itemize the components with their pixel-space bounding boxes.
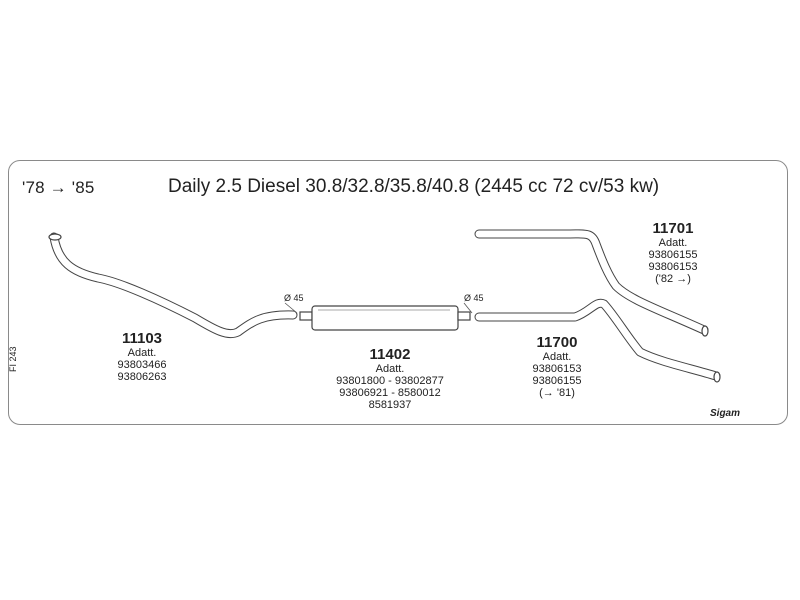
diameter-label-right: Ø 45 [464, 293, 484, 303]
diameter-label-left: Ø 45 [284, 293, 304, 303]
front-pipe-11103[interactable] [48, 232, 298, 339]
part-line: 93801800 - 93802877 [336, 375, 444, 387]
rear-pipe-11701[interactable] [474, 229, 709, 337]
part-line: (→ '81) [539, 387, 575, 399]
part-label-11103[interactable]: 11103 Adatt. 93803466 93806263 [97, 330, 187, 383]
part-label-11701[interactable]: 11701 Adatt. 93806155 93806153 ('82 →) [628, 220, 718, 285]
part-line: 93806153 [532, 363, 582, 375]
part-line: 93806155 [648, 249, 698, 261]
part-label-11402[interactable]: 11402 Adatt. 93801800 - 93802877 9380692… [310, 346, 470, 411]
part-line: Adatt. [375, 363, 405, 375]
catalog-code: FI 243 [8, 346, 18, 372]
model-years: '78 → '85 [22, 178, 95, 197]
part-line: 8581937 [368, 399, 412, 411]
part-line: 93806263 [117, 371, 167, 383]
part-line: Adatt. [542, 351, 572, 363]
part-number: 11402 [369, 346, 411, 363]
brand-logo: Sigam [710, 408, 741, 419]
part-number: 11700 [536, 334, 578, 351]
part-line: 93803466 [117, 359, 167, 371]
part-number: 11103 [121, 330, 163, 347]
part-line: 93806155 [532, 375, 582, 387]
muffler-11402[interactable] [299, 305, 471, 331]
part-line: ('82 →) [655, 273, 691, 285]
part-label-11700[interactable]: 11700 Adatt. 93806153 93806155 (→ '81) [512, 334, 602, 399]
part-line: Adatt. [127, 347, 157, 359]
part-line: Adatt. [658, 237, 688, 249]
diameter-leaders [284, 302, 473, 314]
part-line: 93806153 [648, 261, 698, 273]
rear-pipe-11700[interactable] [474, 298, 721, 383]
part-number: 11701 [652, 220, 694, 237]
part-line: 93806921 - 8580012 [339, 387, 441, 399]
diagram-title: Daily 2.5 Diesel 30.8/32.8/35.8/40.8 (24… [168, 176, 660, 197]
